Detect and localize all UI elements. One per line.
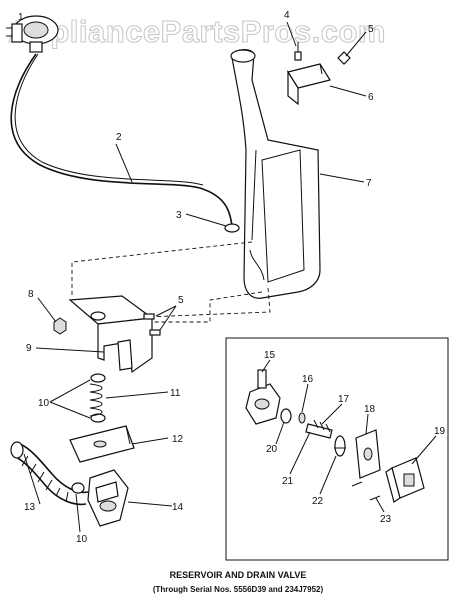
assembly-line-a	[71, 241, 253, 296]
caption-subtitle: (Through Serial Nos. 5556D39 and 234J795…	[153, 585, 324, 594]
callout-21: 21	[282, 476, 294, 487]
nut[interactable]	[53, 317, 67, 335]
valve-plate[interactable]	[69, 425, 135, 463]
callout-9: 9	[26, 343, 32, 354]
mounting-bracket[interactable]	[68, 295, 154, 374]
plunger[interactable]	[305, 423, 333, 439]
hose-clamp[interactable]	[224, 223, 240, 233]
callout-20: 20	[266, 444, 278, 455]
callout-5-mid: 5	[178, 295, 184, 306]
spring[interactable]	[89, 383, 103, 417]
screw-mid-b[interactable]	[149, 329, 161, 336]
callout-14: 14	[172, 502, 184, 513]
callout-13: 13	[24, 502, 36, 513]
screw-mid-a[interactable]	[143, 313, 155, 320]
washer[interactable]	[298, 412, 306, 424]
caption-title: RESERVOIR AND DRAIN VALVE	[170, 570, 307, 580]
reservoir[interactable]	[230, 49, 321, 299]
valve-body[interactable]	[245, 369, 281, 425]
plunger-spring[interactable]	[313, 419, 331, 433]
screw-top[interactable]	[294, 42, 302, 61]
drain-valve[interactable]	[87, 469, 129, 527]
diaphragm[interactable]	[334, 435, 346, 457]
detail-screws[interactable]	[351, 481, 381, 501]
callout-10-upper: 10	[38, 398, 50, 409]
callout-10-lower: 10	[76, 534, 88, 545]
callout-19: 19	[434, 426, 446, 437]
callout-22: 22	[312, 496, 324, 507]
detail-box	[225, 337, 449, 561]
callout-7: 7	[366, 178, 372, 189]
o-ring-lower[interactable]	[71, 482, 85, 494]
leader-lines	[23, 21, 437, 533]
callout-3: 3	[176, 210, 182, 221]
callout-8: 8	[28, 289, 34, 300]
callout-17: 17	[338, 394, 350, 405]
assembly-line-c	[121, 287, 271, 319]
assembly-line-b	[100, 291, 263, 323]
callout-6: 6	[368, 92, 374, 103]
solenoid[interactable]	[385, 457, 425, 503]
pressure-hose[interactable]	[10, 53, 233, 227]
watermark: AppliancePartsPros.com	[8, 14, 386, 49]
callout-16: 16	[302, 374, 314, 385]
callout-1: 1	[18, 12, 24, 23]
callout-4: 4	[284, 10, 290, 21]
callout-18: 18	[364, 404, 376, 415]
o-ring-detail[interactable]	[280, 408, 292, 424]
o-ring-upper[interactable]	[90, 373, 106, 423]
callout-5-top: 5	[368, 24, 374, 35]
callout-15: 15	[264, 350, 276, 361]
callout-12: 12	[172, 434, 184, 445]
reservoir-bracket[interactable]	[287, 63, 331, 106]
callout-2: 2	[116, 132, 122, 143]
callout-23: 23	[380, 514, 392, 525]
pressure-switch[interactable]	[6, 15, 59, 53]
callout-11: 11	[170, 388, 181, 399]
detail-bracket[interactable]	[355, 429, 381, 479]
